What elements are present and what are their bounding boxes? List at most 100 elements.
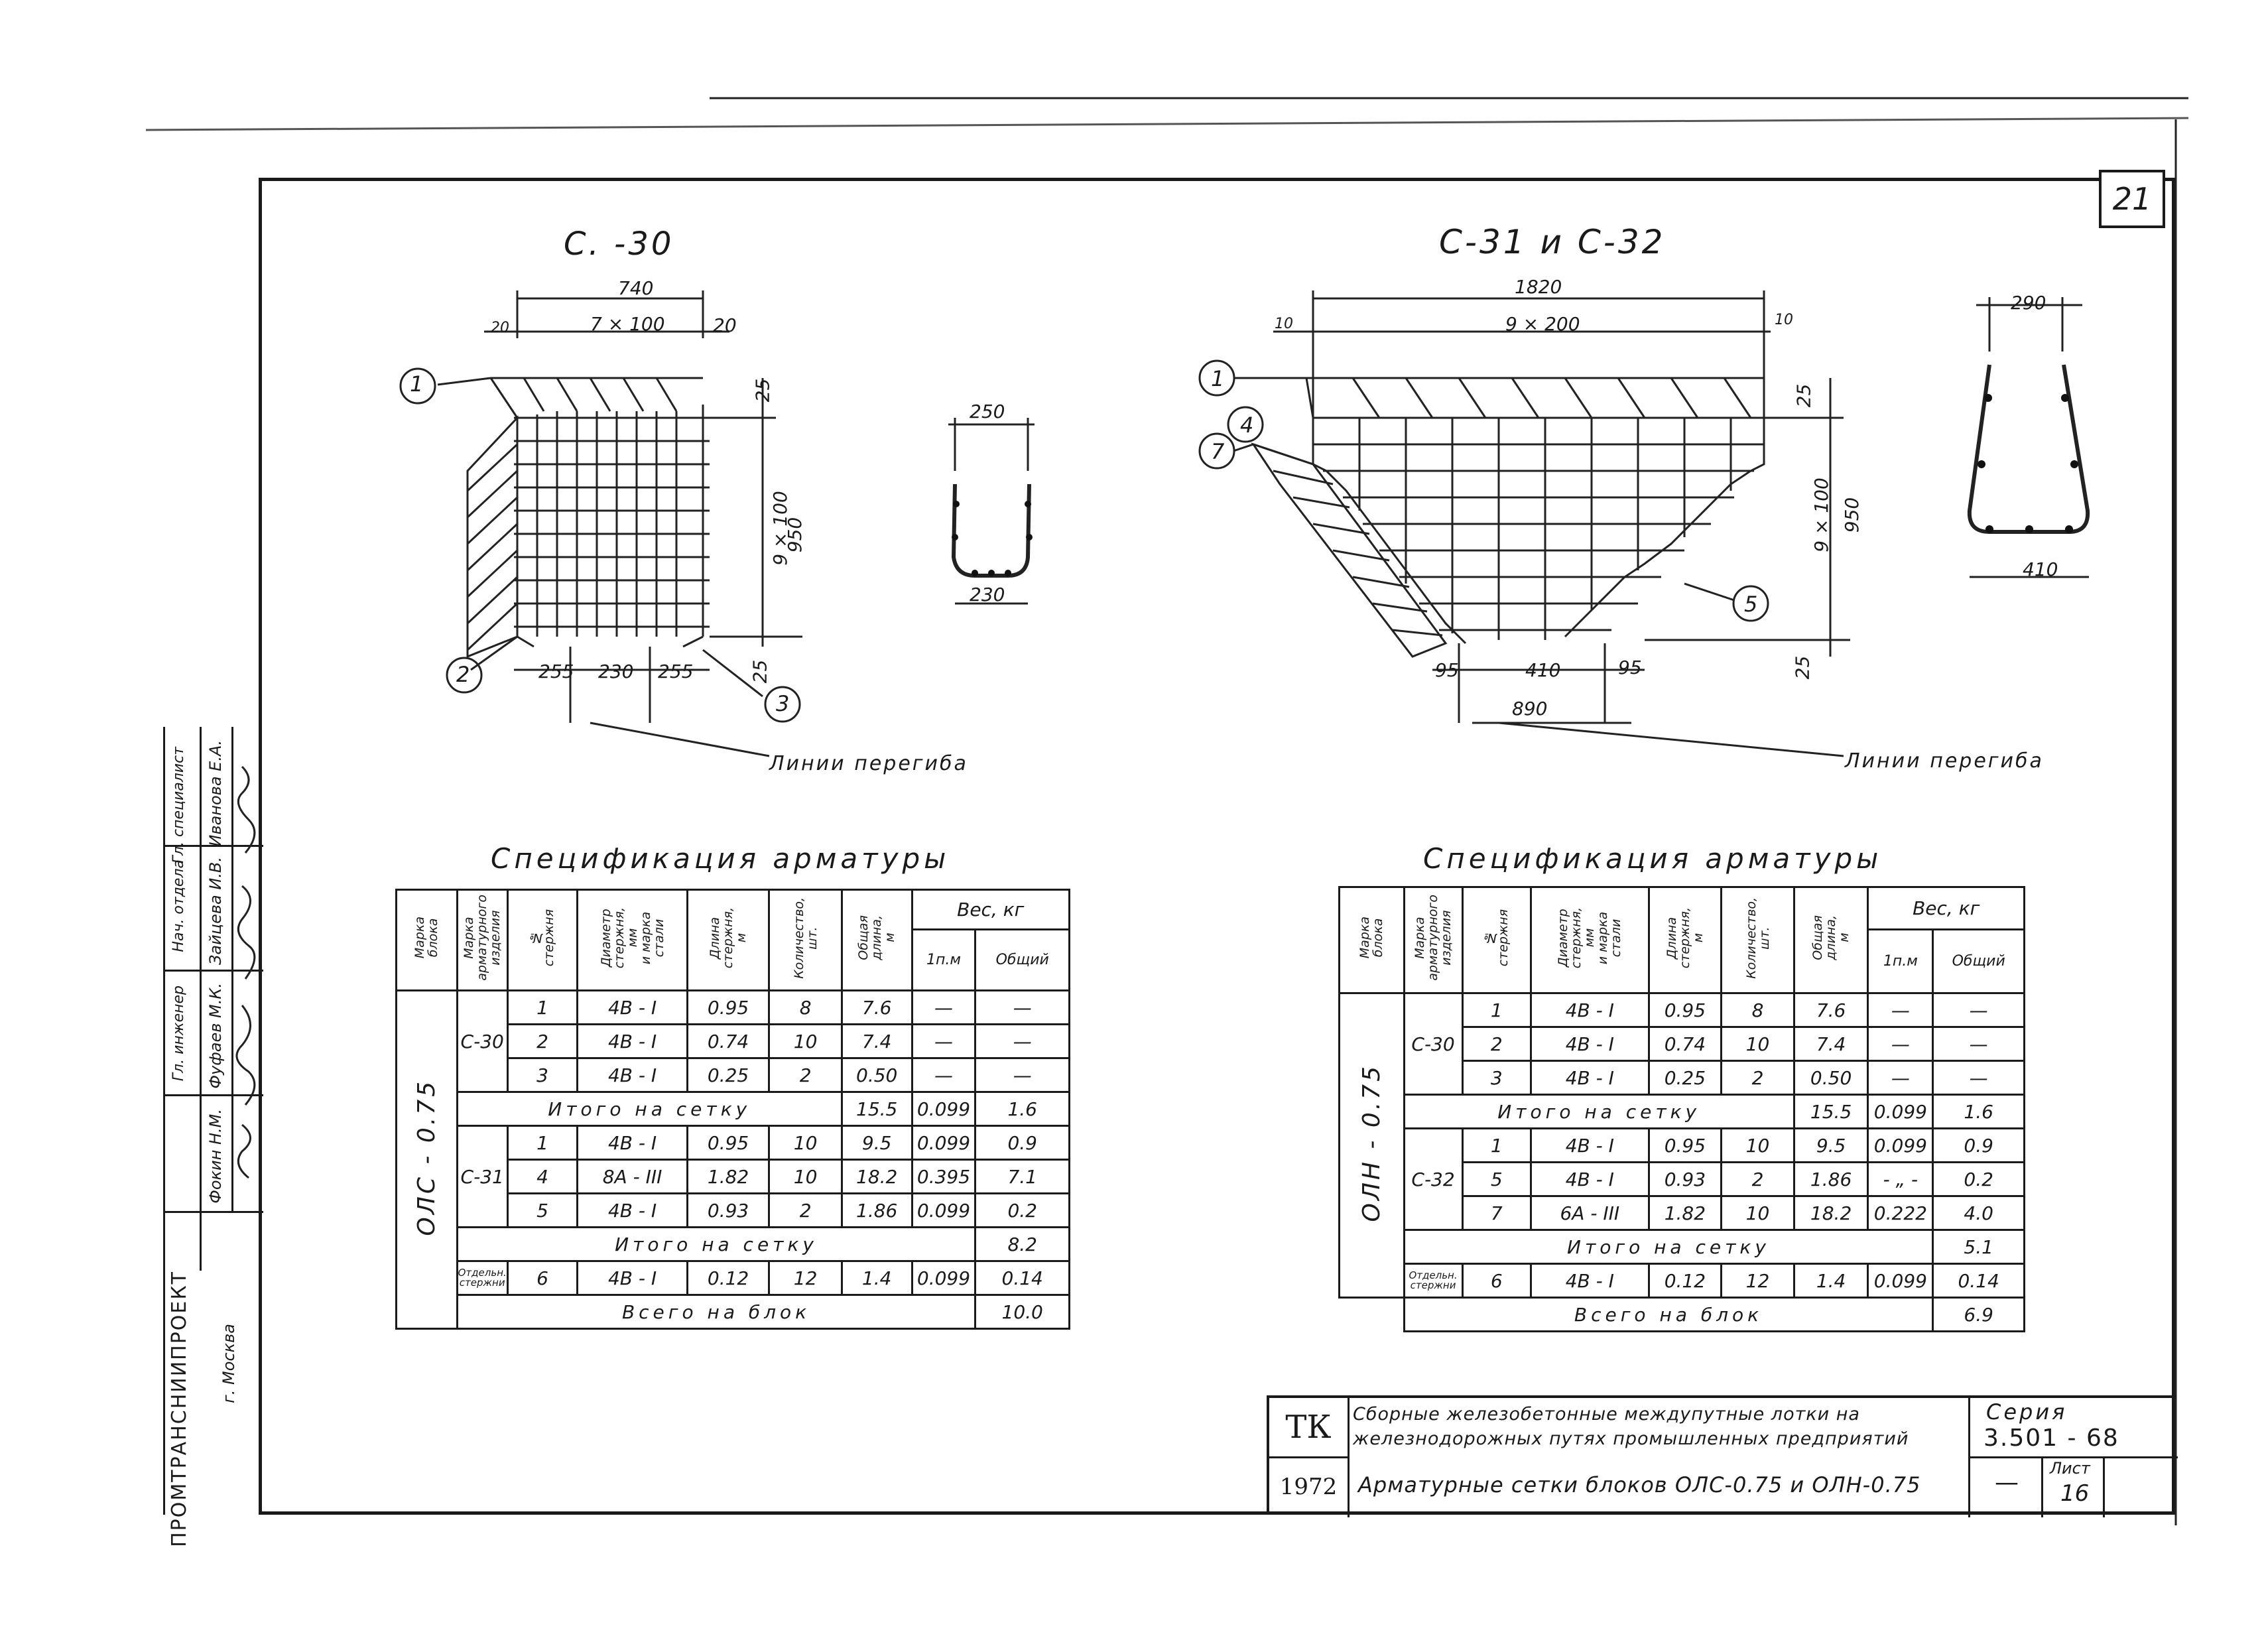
cell: 4В - I: [576, 1260, 688, 1296]
spec-left-subtotal-1-label: Итого на сетку: [456, 1091, 843, 1127]
tb-sheet-no: 16: [2060, 1480, 2090, 1507]
spec-right-h-barno: № стержня: [1461, 886, 1533, 994]
cell: —: [974, 989, 1070, 1025]
spec-left-h-barno: № стержня: [506, 889, 579, 991]
cell: —: [911, 989, 977, 1025]
stamp-name-2: Зайцева И.В.: [206, 857, 225, 965]
c30-dim-bottom-mid: 230: [598, 661, 634, 682]
tb-sheet-cell: Лист 16: [2041, 1456, 2105, 1517]
cell: 0.395: [911, 1159, 977, 1194]
spec-right-subtotal-2-label: Итого на сетку: [1403, 1229, 1934, 1265]
title-block: ТК Сборные железобетонные междупутные ло…: [1267, 1395, 2178, 1517]
cell: 1: [1461, 1127, 1533, 1163]
spec-left-h-perm: 1п.м: [911, 928, 977, 991]
c31-dim-top-gap: 25: [1792, 383, 1815, 408]
cell: 0.12: [686, 1260, 771, 1296]
spec-right-h-weight: Вес, кг: [1867, 886, 2025, 930]
cell: 10: [1720, 1026, 1795, 1062]
spec-right-h-product: Марка арматурного изделия: [1403, 886, 1464, 994]
cell: 10: [1720, 1127, 1795, 1163]
cell: 1.86: [1792, 1161, 1869, 1197]
spec-left-title: Спецификация арматуры: [491, 842, 950, 875]
c30-dim-right-margin: 20: [713, 314, 737, 336]
cell: 9.5: [1792, 1127, 1869, 1163]
spec-left-h-weight: Вес, кг: [911, 889, 1071, 930]
cell: 4В - I: [1530, 1161, 1650, 1197]
cell: 1.82: [1647, 1195, 1723, 1231]
cell: 0.95: [686, 989, 771, 1025]
cell: 5: [1461, 1161, 1533, 1197]
cell: 0.14: [974, 1260, 1070, 1296]
tb-series-cell: Серия 3.501 - 68: [1968, 1398, 2178, 1458]
cell: 1.6: [1932, 1094, 2025, 1129]
spec-left-h-qty: Количество, шт.: [768, 889, 843, 991]
cell: 6: [506, 1260, 579, 1296]
cell: 0.9: [974, 1125, 1070, 1161]
c31-section: [1967, 297, 2090, 578]
c30-dim-bottom-right: 255: [658, 661, 694, 682]
c31-callout-4: 4: [1240, 413, 1254, 438]
cell: 0.25: [1647, 1060, 1723, 1096]
cell: —: [1932, 992, 2025, 1028]
cell: 8.2: [974, 1226, 1070, 1262]
spec-right-grand-label: Всего на блок: [1403, 1297, 1934, 1332]
cell: 0.50: [840, 1057, 913, 1093]
cell: 4В - I: [1530, 1060, 1650, 1096]
cell: 4В - I: [1530, 1026, 1650, 1062]
spec-right-h-length: Длина стержня, м: [1647, 886, 1723, 994]
stamp-role-1: Гл. специалист: [170, 747, 187, 864]
cell: 6А - III: [1530, 1195, 1650, 1231]
stamp-name-4: Фокин Н.М.: [206, 1109, 225, 1204]
tb-series: 3.501 - 68: [1983, 1425, 2119, 1452]
cell: 2: [768, 1057, 843, 1093]
cell: 7.4: [1792, 1026, 1869, 1062]
cell: 0.95: [1647, 1127, 1723, 1163]
c30-bend-label: Линии перегиба: [769, 752, 968, 775]
cell: 0.74: [1647, 1026, 1723, 1062]
cell: 4В - I: [1530, 992, 1650, 1028]
spec-left-table: Марка блока Марка арматурного изделия № …: [395, 889, 1071, 1330]
cell: 0.099: [1867, 1263, 1934, 1299]
stamp-signatures: [235, 765, 256, 1179]
tb-sheet-title: Арматурные сетки блоков ОЛС-0.75 и ОЛН-0…: [1358, 1472, 1921, 1497]
c31-dim-bottom-gap: 25: [1791, 655, 1814, 680]
c30-dim-top-gap: 25: [751, 378, 774, 403]
mesh-c30: [399, 290, 802, 757]
tb-series-label: Серия: [1986, 1399, 2068, 1425]
cell: 1.6: [974, 1091, 1070, 1127]
cell: 4В - I: [576, 989, 688, 1025]
cell: 15.5: [1792, 1094, 1869, 1129]
spec-left-loose-label: Отдельн. стержни: [456, 1260, 509, 1296]
cell: 1.4: [840, 1260, 913, 1296]
spec-right-h-block: Марка блока: [1338, 886, 1405, 994]
spec-right-h-totallength: Общая длина, м: [1792, 886, 1869, 994]
cell: 8А - III: [576, 1159, 688, 1194]
cell: 4В - I: [1530, 1127, 1650, 1163]
c30-dim-bottom-gap: 25: [749, 659, 771, 684]
c31-dim-right-margin: 10: [1775, 312, 1793, 328]
cell: —: [974, 1057, 1070, 1093]
c30-section-bottom: 230: [970, 584, 1005, 605]
cell: 10: [768, 1125, 843, 1161]
cell: 0.099: [911, 1091, 977, 1127]
c31-dim-left-margin: 10: [1275, 316, 1293, 332]
cell: 3: [506, 1057, 579, 1093]
spec-right-block: ОЛН - 0.75: [1338, 992, 1405, 1299]
cell: 1: [506, 1125, 579, 1161]
cell: —: [1932, 1060, 2025, 1096]
cell: 2: [1461, 1026, 1533, 1062]
cell: 2: [1720, 1161, 1795, 1197]
c30-section-top: 250: [970, 401, 1005, 422]
spec-left-h-block: Марка блока: [395, 889, 458, 991]
cell: —: [974, 1023, 1070, 1059]
cell: 0.25: [686, 1057, 771, 1093]
c31-dim-bottom-right: 95: [1618, 657, 1642, 678]
c31-dim-bottom-total: 890: [1512, 698, 1548, 720]
cell: 4.0: [1932, 1195, 2025, 1231]
stamp-role-3: Гл. инженер: [170, 985, 187, 1082]
cell: 6.9: [1932, 1297, 2025, 1332]
c31-callout-7: 7: [1211, 439, 1225, 464]
cell: 0.099: [1867, 1094, 1934, 1129]
cell: 7.6: [840, 989, 913, 1025]
